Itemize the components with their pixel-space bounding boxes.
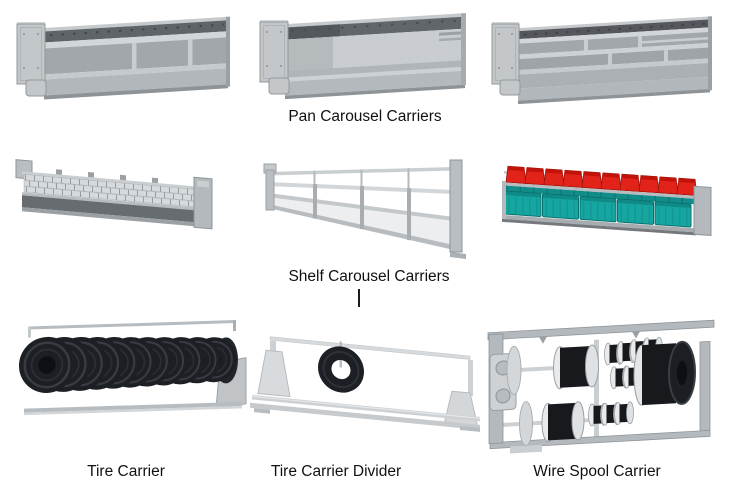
shelf-carousel-carrier-bins-image (490, 150, 715, 262)
tire-carrier-image (14, 318, 252, 440)
wire-spool-carrier-image (484, 312, 718, 458)
pan-carousel-carrier-two-shelf-image (488, 12, 722, 108)
pan-carousel-carrier-divided-image (12, 10, 237, 108)
shelf-carousel-carrier-small-bins-image (8, 150, 232, 242)
shelf-carousel-carrier-open-shelf-image (258, 146, 472, 266)
caption-shelf-carousel-carriers: Shelf Carousel Carriers (288, 268, 450, 285)
caption-tire-carrier-divider: Tire Carrier Divider (270, 463, 402, 480)
tire-carrier-divider-image (242, 314, 484, 446)
caption-pan-carousel-carriers: Pan Carousel Carriers (288, 108, 442, 125)
caption-leader-line (358, 289, 360, 307)
pan-carousel-carrier-open-image (255, 6, 470, 108)
caption-tire-carrier: Tire Carrier (87, 463, 165, 480)
caption-wire-spool-carrier: Wire Spool Carrier (533, 463, 661, 480)
